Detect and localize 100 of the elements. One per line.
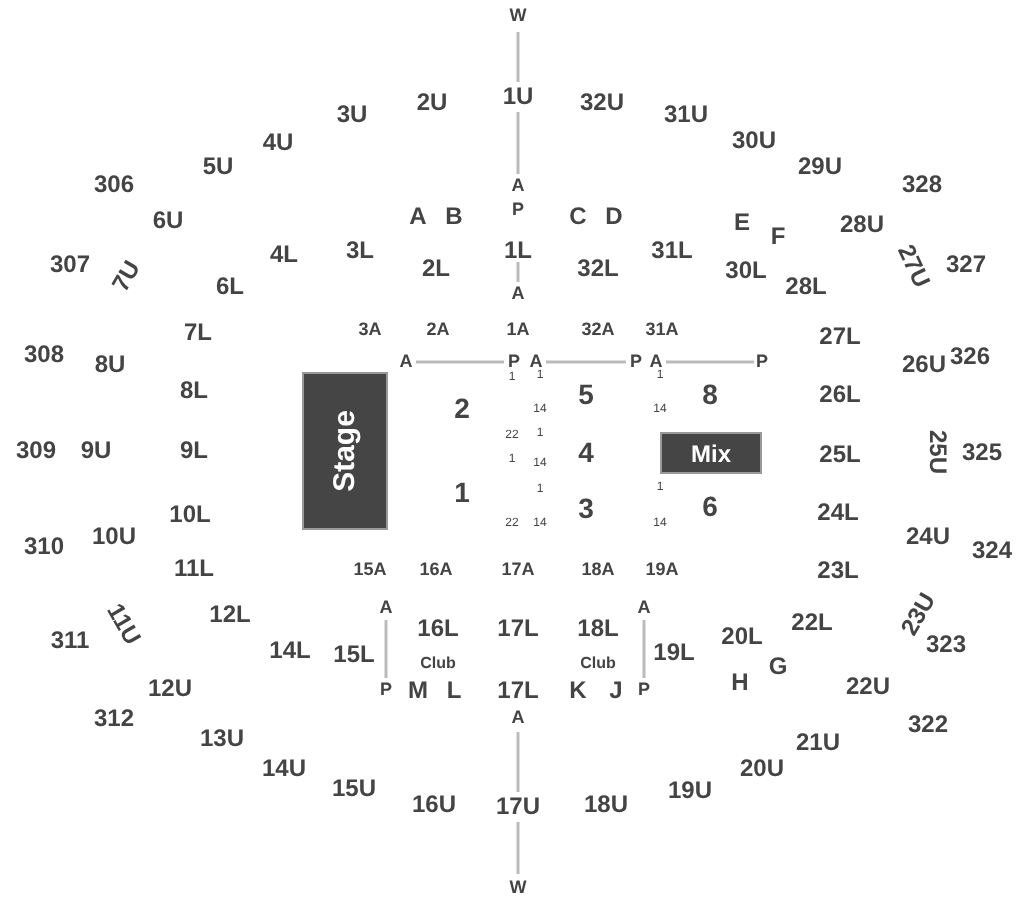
section-label: 26U xyxy=(902,352,946,376)
row-label: A xyxy=(399,353,413,371)
section-label: 17L xyxy=(497,678,539,702)
section-label: 24U xyxy=(906,524,950,548)
section-label: H xyxy=(731,670,749,694)
section-label: 13U xyxy=(200,726,244,750)
section-label: 23L xyxy=(817,558,859,582)
section-label: 17L xyxy=(497,616,539,640)
row-label: P xyxy=(508,353,520,371)
section-label: 4U xyxy=(262,130,294,154)
section-label: 19U xyxy=(668,778,712,802)
section-label: 1 xyxy=(454,478,470,506)
section-label: 3L xyxy=(346,238,374,262)
section-label: 32L xyxy=(577,256,619,280)
section-label: 12L xyxy=(209,602,251,626)
section-label: 29U xyxy=(798,154,842,178)
section-label: 11U xyxy=(102,599,146,649)
section-label: 7L xyxy=(184,320,212,344)
section-label: 327 xyxy=(945,252,987,276)
section-label: 5 xyxy=(578,380,594,408)
section-label: 16L xyxy=(417,616,459,640)
section-label: 325 xyxy=(961,440,1003,464)
section-label: 306 xyxy=(93,172,135,196)
section-label: 8 xyxy=(702,380,718,408)
section-label: 326 xyxy=(949,344,991,368)
row-label: 3A xyxy=(358,321,382,339)
row-label: 18A xyxy=(581,561,615,579)
section-label: 7U xyxy=(107,256,145,296)
row-label: P xyxy=(380,681,392,699)
area-label: Mix xyxy=(690,439,731,467)
section-label: 9L xyxy=(180,438,208,462)
section-label: 2L xyxy=(422,256,450,280)
area-label: Club xyxy=(420,656,456,672)
section-label: 22U xyxy=(846,674,890,698)
section-label: 15U xyxy=(332,776,376,800)
section-label: 322 xyxy=(907,712,949,736)
section-label: 28L xyxy=(785,274,827,298)
row-label: A xyxy=(649,353,663,371)
section-label: 14U xyxy=(262,756,306,780)
section-label: 25U xyxy=(926,430,950,474)
stage-block xyxy=(302,372,388,530)
section-label: 16U xyxy=(412,792,456,816)
section-label: B xyxy=(445,204,463,228)
section-label: 11L xyxy=(174,556,214,580)
row-label: 32A xyxy=(581,321,615,339)
row-label: 16A xyxy=(419,561,453,579)
area-label: Club xyxy=(580,656,616,672)
section-label: 3 xyxy=(578,494,594,522)
section-label: 24L xyxy=(817,500,859,524)
section-label: L xyxy=(446,678,462,702)
section-label: 6L xyxy=(216,274,244,298)
row-label: W xyxy=(509,7,527,25)
row-label: A xyxy=(511,177,525,195)
row-label: A xyxy=(637,599,651,617)
section-label: 12U xyxy=(148,676,192,700)
section-label: E xyxy=(734,210,750,234)
row-label: A xyxy=(511,285,525,303)
section-label: 312 xyxy=(93,706,135,730)
area-label: Stage xyxy=(328,410,362,492)
section-label: 26L xyxy=(819,382,861,406)
section-label: 8U xyxy=(94,352,126,376)
section-label: 32U xyxy=(580,90,624,114)
row-label: 1A xyxy=(506,321,530,339)
section-label: 31L xyxy=(651,238,693,262)
row-label: P xyxy=(630,353,642,371)
section-label: D xyxy=(605,204,623,228)
mix-block xyxy=(660,432,762,474)
section-label: 4 xyxy=(578,438,594,466)
section-label: 9U xyxy=(80,438,112,462)
section-label: M xyxy=(408,678,428,702)
section-label: 31U xyxy=(664,102,708,126)
section-label: A xyxy=(409,204,427,228)
section-label: 20U xyxy=(740,756,784,780)
section-label: 328 xyxy=(901,172,943,196)
section-label: 5U xyxy=(202,154,234,178)
section-label: 2U xyxy=(416,90,448,114)
row-label: 19A xyxy=(645,561,679,579)
section-label: 10U xyxy=(92,524,136,548)
section-label: 307 xyxy=(49,252,91,276)
row-label: 31A xyxy=(645,321,679,339)
section-label: 311 xyxy=(50,628,90,652)
section-label: 310 xyxy=(23,534,65,558)
section-label: 3U xyxy=(336,102,368,126)
section-label: 8L xyxy=(180,378,208,402)
row-label: 2A xyxy=(426,321,450,339)
row-label: A xyxy=(511,709,525,727)
section-label: 10L xyxy=(169,502,211,526)
section-label: 1L xyxy=(504,238,532,262)
section-label: G xyxy=(768,654,788,678)
row-label: A xyxy=(529,353,543,371)
row-label: P xyxy=(512,201,524,219)
row-label: A xyxy=(379,599,393,617)
section-label: 6U xyxy=(152,208,184,232)
section-label: 4L xyxy=(270,242,298,266)
section-label: 324 xyxy=(971,538,1013,562)
section-label: 20L xyxy=(721,624,763,648)
section-label: C xyxy=(569,204,587,228)
section-label: K xyxy=(569,678,587,702)
section-label: 2 xyxy=(454,394,470,422)
section-label: 28U xyxy=(840,212,884,236)
